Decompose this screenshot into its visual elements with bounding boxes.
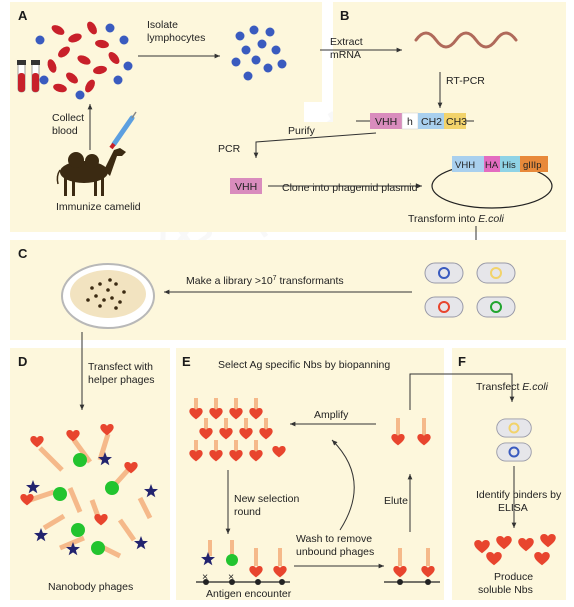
panel-b-label: B [340,8,349,23]
select-label: Select Ag specific Nbs by biopanning [218,359,390,371]
produce-label-2: soluble Nbs [478,584,533,596]
purify-label: Purify [288,125,316,137]
wash-label-1: Wash to remove [296,533,372,545]
panel-c-label: C [18,246,28,261]
transfect-label-2: helper phages [88,374,155,386]
transform-label: Transform into E.coli [408,213,505,225]
collect-label-1: Collect [52,112,84,124]
panel-d-label: D [18,354,27,369]
extract-label-2: mRNA [330,49,361,61]
new-round-label-2: round [234,506,261,518]
no-binding-mark-1: × [202,571,208,583]
heavy-chain-construct: VHH h CH2 CH3 [356,112,474,130]
produce-label-1: Produce [494,571,533,583]
eluted-phages [391,418,431,446]
panel-a-label: A [18,8,28,23]
antigen-encounter-label: Antigen encounter [206,588,292,600]
antigen-surface: × × [196,540,290,585]
construct-h: h [407,116,413,128]
bound-phages [384,548,440,585]
panel-f: F Transfect E.coli Identify binders by E… [409,348,566,600]
camel-icon [56,148,126,196]
panel-d: D Transfect with helper phages [10,332,170,600]
nanobody-phages-label: Nanobody phages [48,581,133,593]
construct-ch3: CH3 [446,116,467,128]
wash-label-2: unbound phages [296,546,374,558]
panel-f-label: F [458,354,466,369]
phage-cloud [20,424,158,559]
rtpcr-label: RT-PCR [446,75,485,87]
f-transfect-label: Transfect E.coli [476,381,549,393]
vhh-fragment [230,178,262,194]
extract-label-1: Extract [330,36,363,48]
panel-b: B Extract mRNA RT-PCR VHH h CH2 CH3 Puri… [168,2,566,254]
no-binding-mark-2: × [228,571,234,583]
plasmid-vhh: VHH [455,160,475,171]
isolate-label-2: lymphocytes [147,32,205,44]
construct-vhh: VHH [375,116,397,128]
plasmid-his: His [502,160,516,171]
clone-label: Clone into phagemid plasmid [282,182,418,194]
immunize-label: Immunize camelid [56,201,141,213]
pcr-label: PCR [218,143,241,155]
panel-e: E Select Ag specific Nbs by biopanning [176,348,444,600]
panel-c: C Make a library >107 transformants [10,240,566,340]
blood-tube-icon [17,60,40,93]
panel-e-label: E [182,354,191,369]
bacterium-icon [496,418,532,462]
construct-ch2: CH2 [421,116,442,128]
bacterium-icon [424,262,516,318]
identify-label-2: ELISA [498,502,528,514]
library-label: Make a library >107 transformants [186,275,344,287]
transfect-label-1: Transfect with [88,361,153,373]
new-round-label-1: New selection [234,493,300,505]
petri-dish-icon [61,263,155,329]
syringe-icon [109,111,137,150]
amplify-label: Amplify [314,409,349,421]
amplified-phages [189,398,286,462]
blood-cells [35,21,133,100]
plasmid-ha: HA [485,160,499,171]
vhh-fragment-label: VHH [235,181,257,193]
phagemid-plasmid: VHH HA His gIIIp [431,156,553,209]
isolate-label-1: Isolate [147,19,178,31]
lymphocytes [231,25,287,81]
plasmid-giiip: gIIIp [523,160,542,171]
identify-label-1: Identify binders by [476,489,562,501]
elute-label: Elute [384,495,408,507]
collect-label-2: blood [52,125,78,137]
mrna-strand [414,31,518,49]
